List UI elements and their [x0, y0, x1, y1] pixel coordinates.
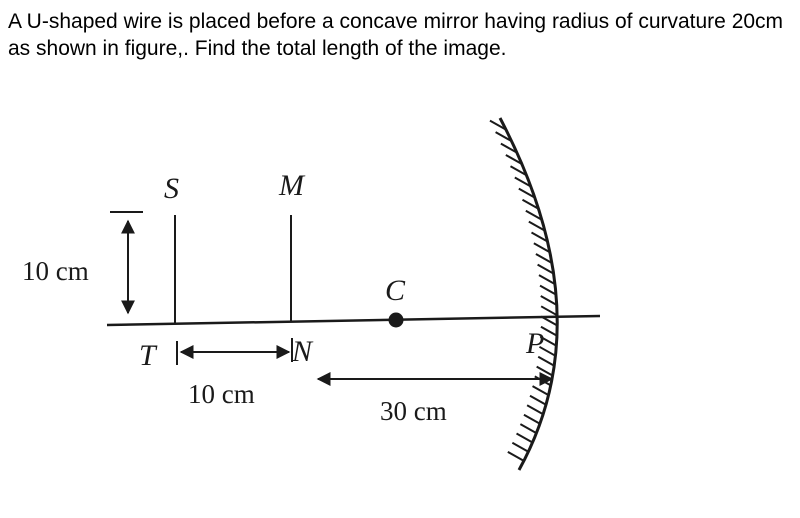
mirror-hatch-mark [531, 231, 549, 243]
tn-distance-label: 10 cm [188, 379, 255, 409]
mirror-hatch-mark [529, 394, 547, 406]
mirror-hatch-mark [516, 432, 534, 444]
mirror-hatch-mark [528, 220, 546, 232]
mirror-hatch-mark [538, 345, 556, 357]
mirror-hatch-mark [539, 284, 557, 296]
label-s: S [164, 172, 179, 205]
label-m: M [278, 169, 306, 202]
mirror-hatch-mark [523, 413, 541, 425]
mirror-hatch-mark [540, 295, 558, 306]
mirror-hatch-mark [519, 423, 537, 435]
mirror-hatch-mark [539, 335, 557, 347]
label-n: N [291, 335, 314, 368]
mirror-hatch-mark [537, 355, 555, 367]
label-p: P [525, 327, 544, 360]
mirror-hatch-mark [540, 305, 558, 317]
mirror-hatch-mark [495, 131, 513, 143]
mirror-hatch-mark [540, 315, 558, 327]
mirror-hatch-mark [514, 176, 532, 188]
mirror-hatch-mark [505, 154, 523, 165]
principal-axis [106, 314, 601, 327]
mirror-hatch-mark [510, 165, 527, 177]
mirror-hatch-mark [536, 365, 554, 377]
np-distance-label: 30 cm [380, 396, 447, 426]
label-t: T [139, 339, 158, 372]
mirror-hatch-mark [532, 385, 550, 396]
label-c: C [385, 274, 406, 307]
mirror-hatch-mark [526, 404, 544, 416]
mirror-hatch-mark [518, 187, 536, 199]
mirror-hatch-mark [534, 375, 552, 387]
mirror-hatch-mark [533, 242, 551, 254]
concave-mirror [489, 117, 559, 471]
mirror-hatch-mark [540, 325, 558, 337]
mirror-hatch-mark [535, 253, 553, 264]
mirror-hatch-mark [521, 198, 539, 210]
mirror-hatch-mark [489, 119, 507, 131]
mirror-hatch-mark [538, 274, 556, 286]
center-of-curvature-point [388, 312, 404, 328]
wire-height-label: 10 cm [22, 256, 89, 286]
mirror-hatch-mark [507, 451, 525, 462]
mirror-hatch-mark [537, 263, 555, 275]
question-text: A U-shaped wire is placed before a conca… [8, 10, 784, 60]
mirror-hatch-mark [525, 209, 543, 221]
mirror-hatch-mark [500, 142, 518, 154]
mirror-hatch-mark [511, 441, 529, 453]
